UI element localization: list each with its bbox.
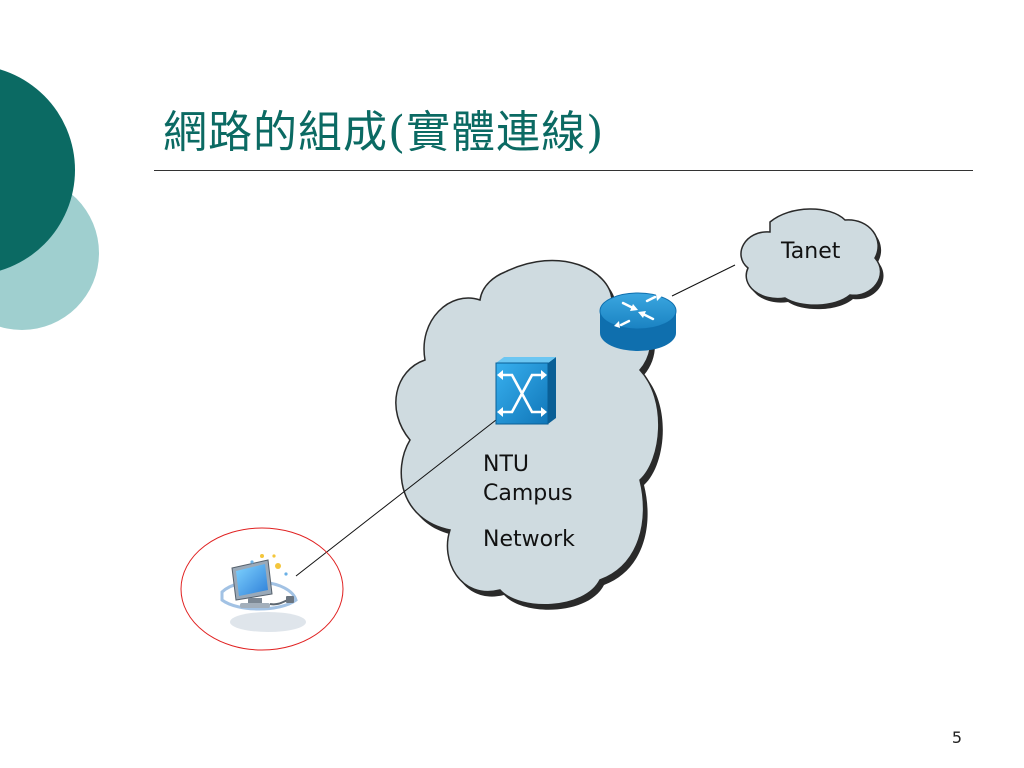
link-router-to-tanet (671, 264, 736, 297)
decorative-circles (0, 69, 99, 330)
campus-cloud (395, 259, 663, 610)
pc-highlight-circle (180, 527, 344, 651)
decor-circle-dark (0, 69, 75, 271)
campus-network-label-line2: Campus (483, 481, 573, 506)
title-divider (154, 170, 973, 171)
campus-network-label-line1: NTU (483, 452, 529, 477)
page-number: 5 (951, 728, 962, 747)
pc-icon (220, 554, 306, 632)
link-pc-to-switch (295, 419, 497, 577)
tanet-label: Tanet (781, 239, 841, 264)
campus-network-label-line3: Network (483, 527, 575, 552)
slide-title: 網路的組成(實體連線) (163, 107, 605, 158)
switch-icon (495, 357, 556, 425)
tanet-cloud (740, 208, 884, 310)
router-icon (599, 292, 677, 351)
